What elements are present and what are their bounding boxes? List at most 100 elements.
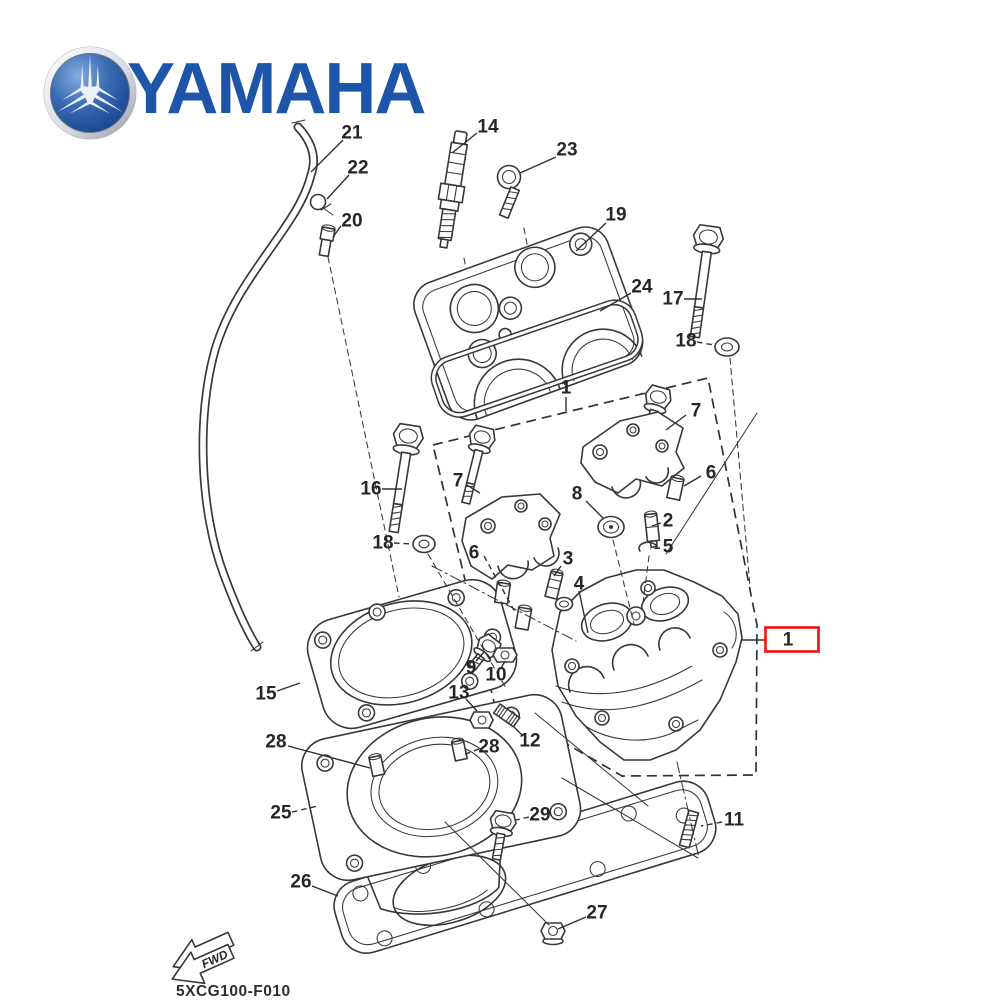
callout-leader-18	[393, 542, 413, 545]
callout-2[interactable]: 2	[663, 511, 674, 532]
breather-joint-drawing	[318, 224, 336, 258]
callout-19[interactable]: 19	[605, 205, 626, 226]
spark-plug-drawing	[437, 130, 469, 249]
valve-cover-drawing	[413, 226, 644, 421]
callout-21[interactable]: 21	[341, 123, 363, 144]
rocker-assembly-right-drawing	[580, 384, 685, 502]
callout-14[interactable]: 14	[477, 117, 499, 138]
callout-6[interactable]: 6	[469, 543, 480, 564]
callout-leader-19	[575, 222, 607, 252]
callout-9[interactable]: 9	[466, 658, 477, 679]
callout-leader-23	[519, 156, 557, 174]
callout-leader-25	[291, 805, 319, 813]
callout-leader-20	[332, 225, 342, 238]
callout-3[interactable]: 3	[563, 549, 574, 570]
callout-leader-6	[683, 475, 702, 487]
callout-28[interactable]: 28	[478, 737, 499, 758]
yamaha-tuning-fork-emblem-icon	[43, 46, 137, 140]
callout-leader-29	[515, 816, 530, 821]
callout-15[interactable]: 15	[255, 684, 277, 705]
callout-leader-21	[310, 139, 344, 173]
callout-leader-7	[665, 414, 687, 431]
dowel-6-drawing	[666, 474, 685, 502]
callout-leader-24	[599, 292, 632, 312]
rocker-assembly-left-drawing	[461, 424, 561, 631]
callout-22[interactable]: 22	[347, 158, 368, 179]
hose-clip-drawing	[309, 193, 334, 216]
breather-hose-drawing	[198, 119, 318, 652]
callout-leader-13	[465, 698, 478, 712]
callout-leader-7	[466, 484, 481, 494]
yamaha-logo: YAMAHA	[43, 46, 427, 140]
callout-27[interactable]: 27	[586, 903, 607, 924]
callout-leader-18	[696, 341, 715, 346]
callout-leader-9	[475, 651, 485, 662]
callout-leader-28	[462, 748, 480, 756]
callout-10[interactable]: 10	[485, 665, 506, 686]
callout-leader-8	[585, 500, 604, 519]
valve-part-3-drawing	[544, 568, 564, 600]
head-bolt-16-drawing	[388, 422, 424, 534]
axis-line	[327, 256, 400, 598]
clip-5-drawing	[638, 541, 658, 552]
callout-26[interactable]: 26	[290, 872, 311, 893]
callout-leader-2	[651, 522, 662, 527]
callout-leader-10	[500, 660, 506, 669]
callout-leader-11	[700, 821, 723, 827]
callout-12[interactable]: 12	[519, 731, 540, 752]
dowel-28-drawing	[450, 737, 469, 762]
callout-29[interactable]: 29	[529, 805, 550, 826]
stud-12-drawing	[492, 703, 521, 728]
callout-5[interactable]: 5	[663, 537, 674, 558]
head-bolt-17-drawing	[689, 223, 725, 339]
callout-4[interactable]: 4	[574, 574, 585, 595]
callout-leader-3	[553, 565, 562, 577]
axis-lines	[427, 357, 758, 926]
callout-6[interactable]: 6	[706, 463, 717, 484]
callout-8[interactable]: 8	[572, 484, 583, 505]
callout-28[interactable]: 28	[265, 732, 286, 753]
stud-11-drawing	[678, 809, 700, 849]
callout-leader-5	[649, 547, 661, 550]
callout-leader-22	[326, 174, 350, 200]
callout-7[interactable]: 7	[691, 401, 702, 422]
assembly-group-outline	[432, 376, 758, 777]
callout-18[interactable]: 18	[675, 331, 696, 352]
callout-1[interactable]: 1	[561, 378, 572, 399]
cylinder-head-drawing	[551, 569, 743, 761]
oring-4-drawing	[554, 596, 574, 612]
callout-leader-27	[557, 916, 587, 930]
callout-leader-26	[311, 885, 339, 897]
callout-23[interactable]: 23	[556, 140, 577, 161]
nut-27-drawing	[540, 922, 566, 946]
callout-leader-28	[287, 745, 371, 769]
callout-leader-15	[276, 682, 301, 692]
callout-7[interactable]: 7	[453, 471, 464, 492]
adjuster-2-drawing	[643, 510, 661, 549]
callout-13[interactable]: 13	[448, 683, 469, 704]
bolt-29-drawing	[489, 809, 517, 861]
highlighted-callout[interactable]: 1	[741, 626, 820, 653]
dowel-6-drawing	[514, 604, 533, 631]
dowel-28-drawing	[368, 753, 386, 778]
washer-18-drawing	[412, 534, 436, 554]
brand-wordmark: YAMAHA	[127, 49, 425, 129]
callout-leader-14	[451, 132, 478, 154]
nut-13-drawing	[469, 711, 494, 729]
tappet-cap-8-drawing	[597, 515, 625, 539]
callout-18[interactable]: 18	[372, 533, 393, 554]
cover-bolt-drawing	[496, 164, 522, 219]
callout-24[interactable]: 24	[631, 277, 653, 298]
callout-11[interactable]: 11	[724, 810, 745, 831]
highlight-box[interactable]	[764, 626, 820, 653]
callout-25[interactable]: 25	[270, 803, 292, 824]
callout-leader-6	[483, 555, 516, 613]
cover-gasket-drawing	[430, 299, 644, 418]
callout-16[interactable]: 16	[360, 479, 381, 500]
nut-10-drawing	[492, 647, 518, 663]
callout-20[interactable]: 20	[341, 211, 362, 232]
diagram-code: 5XCG100-F010	[176, 983, 291, 1000]
callout-17[interactable]: 17	[662, 289, 683, 310]
